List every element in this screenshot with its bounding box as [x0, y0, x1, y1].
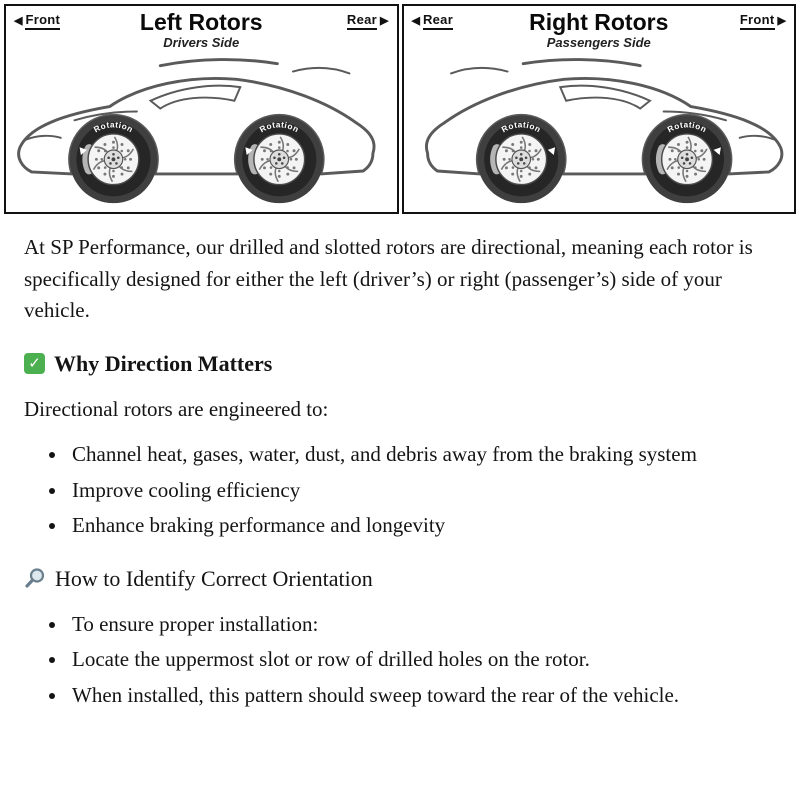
rotation-label: Rotation	[665, 119, 708, 134]
rear-direction-label: Rear ▶	[346, 12, 389, 30]
left-panel-title-block: Left Rotors Drivers Side	[140, 10, 263, 50]
panel-title: Left Rotors	[139, 9, 263, 35]
heading-text: How to Identify Correct Orientation	[55, 565, 373, 591]
magnifier-icon	[25, 568, 45, 588]
front-wheel: Rotation	[76, 119, 150, 196]
rotation-label: Rotation	[92, 119, 135, 134]
arrow-right-icon: ▶	[380, 14, 389, 27]
rotation-label: Rotation	[258, 119, 301, 134]
rotor-direction-diagram: ◀ Front Left Rotors Drivers Side Rear ▶ …	[4, 4, 796, 214]
rotation-arrow-icon	[245, 147, 253, 156]
left-car-illustration: Rotation Rotation	[17, 58, 376, 205]
rear-wheel: Rotation	[484, 119, 558, 196]
list-item: To ensure proper installation:	[68, 609, 778, 641]
rotation-arrow-icon	[713, 147, 721, 156]
check-icon: ✓	[24, 352, 45, 374]
panel-title: Right Rotors	[529, 9, 669, 35]
arrow-left-icon: ◀	[14, 14, 23, 27]
left-panel-header: ◀ Front Left Rotors Drivers Side Rear ▶	[6, 6, 397, 50]
rear-label: Rear	[346, 12, 378, 30]
front-label: Front	[739, 12, 775, 30]
svg-text:Rotation: Rotation	[92, 119, 135, 134]
right-rotors-panel: ◀ Rear Right Rotors Passengers Side Fron…	[401, 4, 796, 214]
section1-lead: Directional rotors are engineered to:	[24, 396, 329, 421]
rotation-arrow-icon	[547, 147, 555, 156]
svg-text:Rotation: Rotation	[499, 119, 542, 134]
front-direction-label: Front ▶	[739, 12, 786, 30]
panel-subtitle: Passengers Side	[546, 35, 651, 51]
rear-wheel: Rotation	[242, 119, 316, 196]
intro-paragraph: At SP Performance, our drilled and slott…	[24, 235, 753, 322]
section2-bullet-list: To ensure proper installation: Locate th…	[24, 609, 778, 712]
front-wheel: Rotation	[649, 119, 723, 196]
list-item: Locate the uppermost slot or row of dril…	[68, 644, 778, 676]
arrow-left-icon: ◀	[411, 14, 420, 27]
rear-direction-label: ◀ Rear	[412, 12, 530, 30]
panel-subtitle: Drivers Side	[163, 35, 240, 51]
svg-text:Rotation: Rotation	[665, 119, 708, 134]
heading-text: Why Direction Matters	[54, 350, 273, 376]
list-item: When installed, this pattern should swee…	[68, 680, 778, 712]
list-item: Improve cooling efficiency	[68, 475, 778, 507]
rear-label: Rear	[422, 12, 454, 30]
list-item: Enhance braking performance and longevit…	[68, 510, 778, 542]
rotation-arrow-icon	[79, 147, 87, 156]
article-body: At SP Performance, our drilled and slott…	[0, 214, 800, 711]
front-direction-label: ◀ Front	[14, 12, 140, 30]
front-label: Front	[25, 12, 61, 30]
section-heading-identify-orientation: How to Identify Correct Orientation	[24, 562, 778, 595]
left-rotors-panel: ◀ Front Left Rotors Drivers Side Rear ▶ …	[4, 4, 399, 214]
right-panel-title-block: Right Rotors Passengers Side	[529, 10, 668, 50]
right-car-illustration: Rotation Rotation	[424, 58, 783, 205]
rotation-label: Rotation	[499, 119, 542, 134]
list-item: Channel heat, gases, water, dust, and de…	[68, 439, 778, 471]
right-panel-header: ◀ Rear Right Rotors Passengers Side Fron…	[404, 6, 795, 50]
svg-text:Rotation: Rotation	[258, 119, 301, 134]
arrow-right-icon: ▶	[777, 14, 786, 27]
section1-bullet-list: Channel heat, gases, water, dust, and de…	[24, 439, 778, 542]
section-heading-why-direction-matters: ✓ Why Direction Matters	[24, 347, 778, 380]
